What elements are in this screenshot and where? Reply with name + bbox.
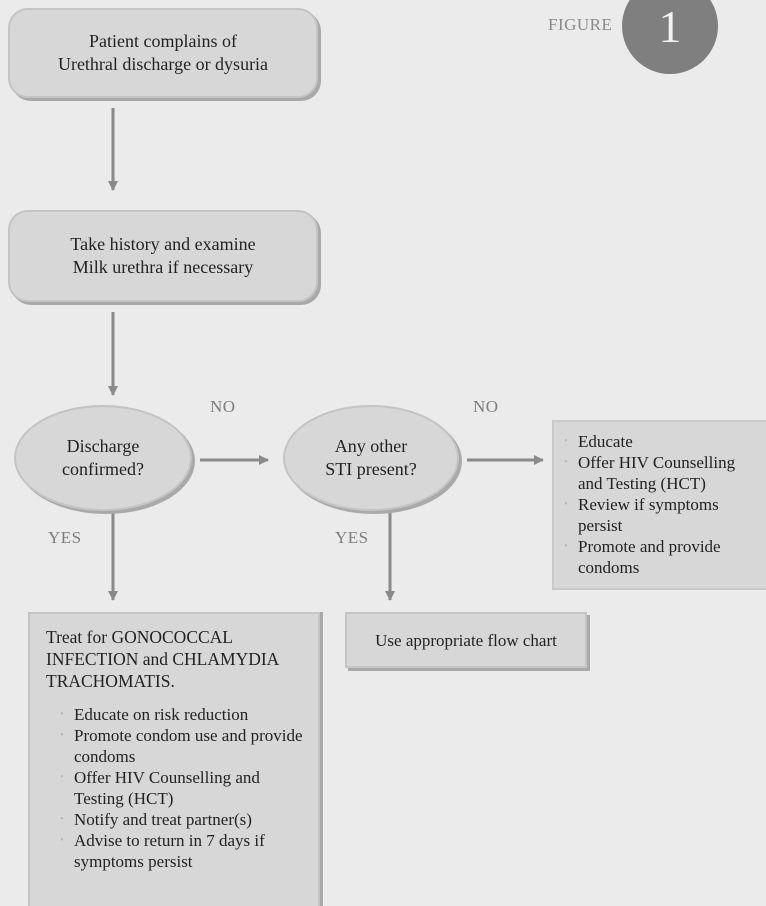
discharge-line: Discharge: [66, 436, 140, 456]
other-sti-line: STI present?: [325, 459, 417, 479]
treatment-heading-line: INFECTION and CHLAMYDIA: [46, 649, 280, 669]
start-line: Patient complains of: [89, 31, 237, 51]
treatment-heading-line: TRACHOMATIS.: [46, 671, 175, 691]
edge-label-yes: YES: [48, 528, 82, 547]
flow-chart-node: Use appropriate flow chart: [345, 612, 587, 668]
treatment-heading: Treat for GONOCOCCAL INFECTION and CHLAM…: [46, 626, 308, 692]
list-item: Offer HIV Counselling and Testing (HCT): [56, 767, 308, 809]
list-item: Promote condom use and provide condoms: [56, 725, 308, 767]
exam-line: Take history and examine: [70, 234, 256, 254]
list-item: Notify and treat partner(s): [56, 809, 308, 830]
history-exam-node: Take history and examine Milk urethra if…: [8, 210, 318, 302]
other-sti-line: Any other: [334, 436, 408, 456]
no-sti-actions-list: Educate Offer HIV Counselling and Testin…: [560, 431, 760, 578]
exam-line: Milk urethra if necessary: [72, 257, 254, 277]
list-item: Promote and provide condoms: [560, 536, 760, 578]
discharge-confirmed-decision: Discharge confirmed?: [14, 405, 192, 511]
figure-number: 1: [658, 1, 682, 52]
start-node: Patient complains of Urethral discharge …: [8, 8, 318, 98]
list-item: Educate on risk reduction: [56, 704, 308, 725]
figure-number-badge: 1: [622, 0, 718, 74]
figure-label: FIGURE: [548, 15, 613, 34]
edge-label-no: NO: [473, 397, 499, 416]
list-item: Review if symptoms persist: [560, 494, 760, 536]
edge-label-no: NO: [210, 397, 236, 416]
other-sti-decision: Any other STI present?: [283, 405, 459, 511]
list-item: Educate: [560, 431, 760, 452]
treatment-heading-line: Treat for GONOCOCCAL: [46, 627, 233, 647]
discharge-line: confirmed?: [62, 459, 144, 479]
edge-label-yes: YES: [335, 528, 369, 547]
no-sti-actions-box: Educate Offer HIV Counselling and Testin…: [552, 420, 766, 590]
flow-chart-text: Use appropriate flow chart: [375, 630, 557, 650]
start-line: Urethral discharge or dysuria: [57, 54, 269, 74]
treatment-actions-list: Educate on risk reduction Promote condom…: [46, 704, 308, 872]
list-item: Advise to return in 7 days if symptoms p…: [56, 830, 308, 872]
treatment-box: Treat for GONOCOCCAL INFECTION and CHLAM…: [28, 612, 320, 906]
list-item: Offer HIV Counselling and Testing (HCT): [560, 452, 760, 494]
